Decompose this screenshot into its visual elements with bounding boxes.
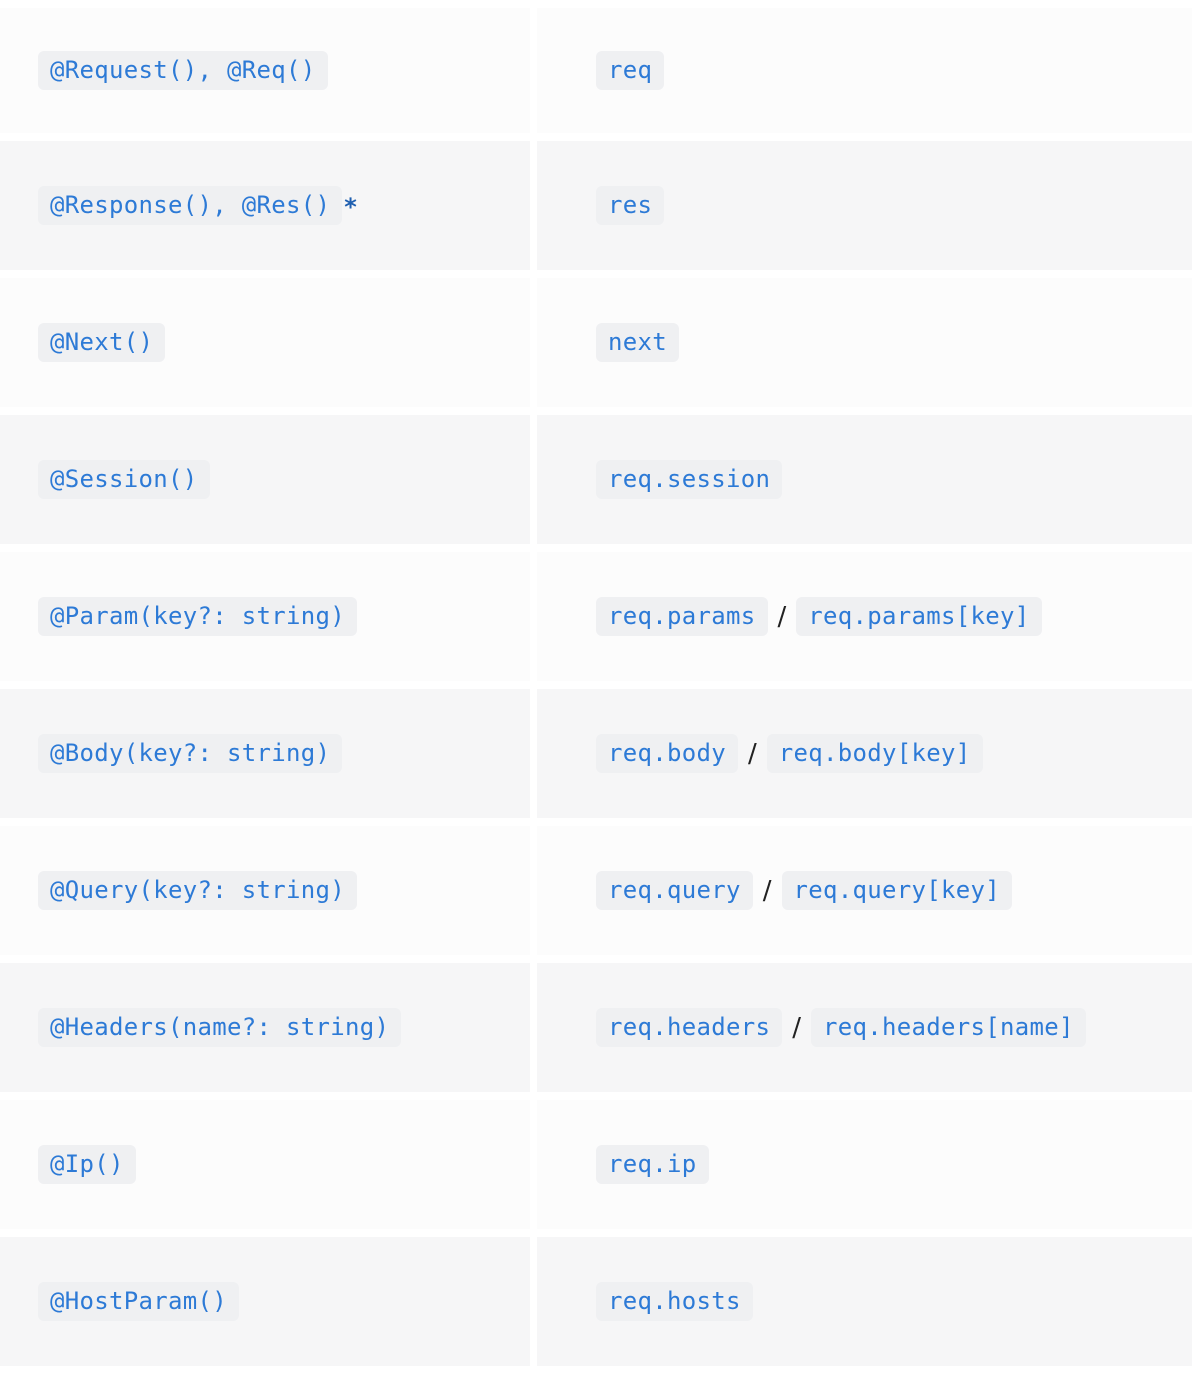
table-row: @HostParam() req.hosts [0, 1233, 1192, 1370]
express-object-code: req [596, 51, 665, 90]
decorator-code: @Session() [38, 460, 210, 499]
express-object-code: req.body [596, 734, 738, 773]
footnote-asterisk[interactable]: * [344, 193, 357, 221]
decorator-cell: @Session() [0, 415, 530, 544]
table-row: @Query(key?: string) req.query / req.que… [0, 822, 1192, 959]
table-row: @Session() req.session [0, 411, 1192, 548]
express-object-code: req.ip [596, 1145, 709, 1184]
express-object-key-code: req.body[key] [766, 734, 983, 773]
express-object-cell: req.body / req.body[key] [537, 689, 1192, 818]
decorator-code: @Body(key?: string) [38, 734, 343, 773]
decorator-code: @Headers(name?: string) [38, 1008, 402, 1047]
table-row: @Param(key?: string) req.params / req.pa… [0, 548, 1192, 685]
table-row: @Body(key?: string) req.body / req.body[… [0, 685, 1192, 822]
decorator-cell: @Request(), @Req() [0, 8, 530, 133]
express-object-code: res [596, 186, 665, 225]
decorator-code: @Param(key?: string) [38, 597, 357, 636]
express-object-key-code: req.query[key] [781, 871, 1013, 910]
decorator-cell: @Next() [0, 278, 530, 407]
table-row: @Request(), @Req() req [0, 0, 1192, 137]
decorator-code: @Response(), @Res() [38, 186, 343, 225]
separator: / [748, 738, 757, 769]
express-object-code: req.session [596, 460, 783, 499]
table-row: @Response(), @Res() * res [0, 137, 1192, 274]
express-object-code: req.headers [596, 1008, 783, 1047]
decorator-code: @Request(), @Req() [38, 51, 328, 90]
express-object-key-code: req.params[key] [796, 597, 1042, 636]
express-object-code: req.params [596, 597, 768, 636]
express-object-code: next [596, 323, 679, 362]
express-object-code: req.query [596, 871, 753, 910]
separator: / [792, 1012, 802, 1043]
express-object-cell: req.hosts [537, 1237, 1192, 1366]
express-object-cell: req.headers / req.headers[name] [537, 963, 1192, 1092]
express-object-cell: req.query / req.query[key] [537, 826, 1192, 955]
separator: / [762, 875, 772, 906]
decorator-cell: @Body(key?: string) [0, 689, 530, 818]
decorator-cell: @Query(key?: string) [0, 826, 530, 955]
express-object-cell: next [537, 278, 1192, 407]
decorator-cell: @Ip() [0, 1100, 530, 1229]
decorator-code: @Ip() [38, 1145, 136, 1184]
decorator-code: @Query(key?: string) [38, 871, 357, 910]
table-row: @Ip() req.ip [0, 1096, 1192, 1233]
decorator-cell: @Headers(name?: string) [0, 963, 530, 1092]
table-row: @Next() next [0, 274, 1192, 411]
express-object-key-code: req.headers[name] [811, 1008, 1086, 1047]
express-object-cell: req.params / req.params[key] [537, 552, 1192, 681]
separator: / [777, 601, 787, 632]
decorator-cell: @Response(), @Res() * [0, 141, 530, 270]
express-object-cell: req.ip [537, 1100, 1192, 1229]
decorator-cell: @Param(key?: string) [0, 552, 530, 681]
express-object-cell: res [537, 141, 1192, 270]
express-object-cell: req.session [537, 415, 1192, 544]
express-object-cell: req [537, 8, 1192, 133]
express-object-code: req.hosts [596, 1282, 753, 1321]
table-row: @Headers(name?: string) req.headers / re… [0, 959, 1192, 1096]
decorator-code: @HostParam() [38, 1282, 239, 1321]
decorator-cell: @HostParam() [0, 1237, 530, 1366]
decorator-code: @Next() [38, 323, 166, 362]
